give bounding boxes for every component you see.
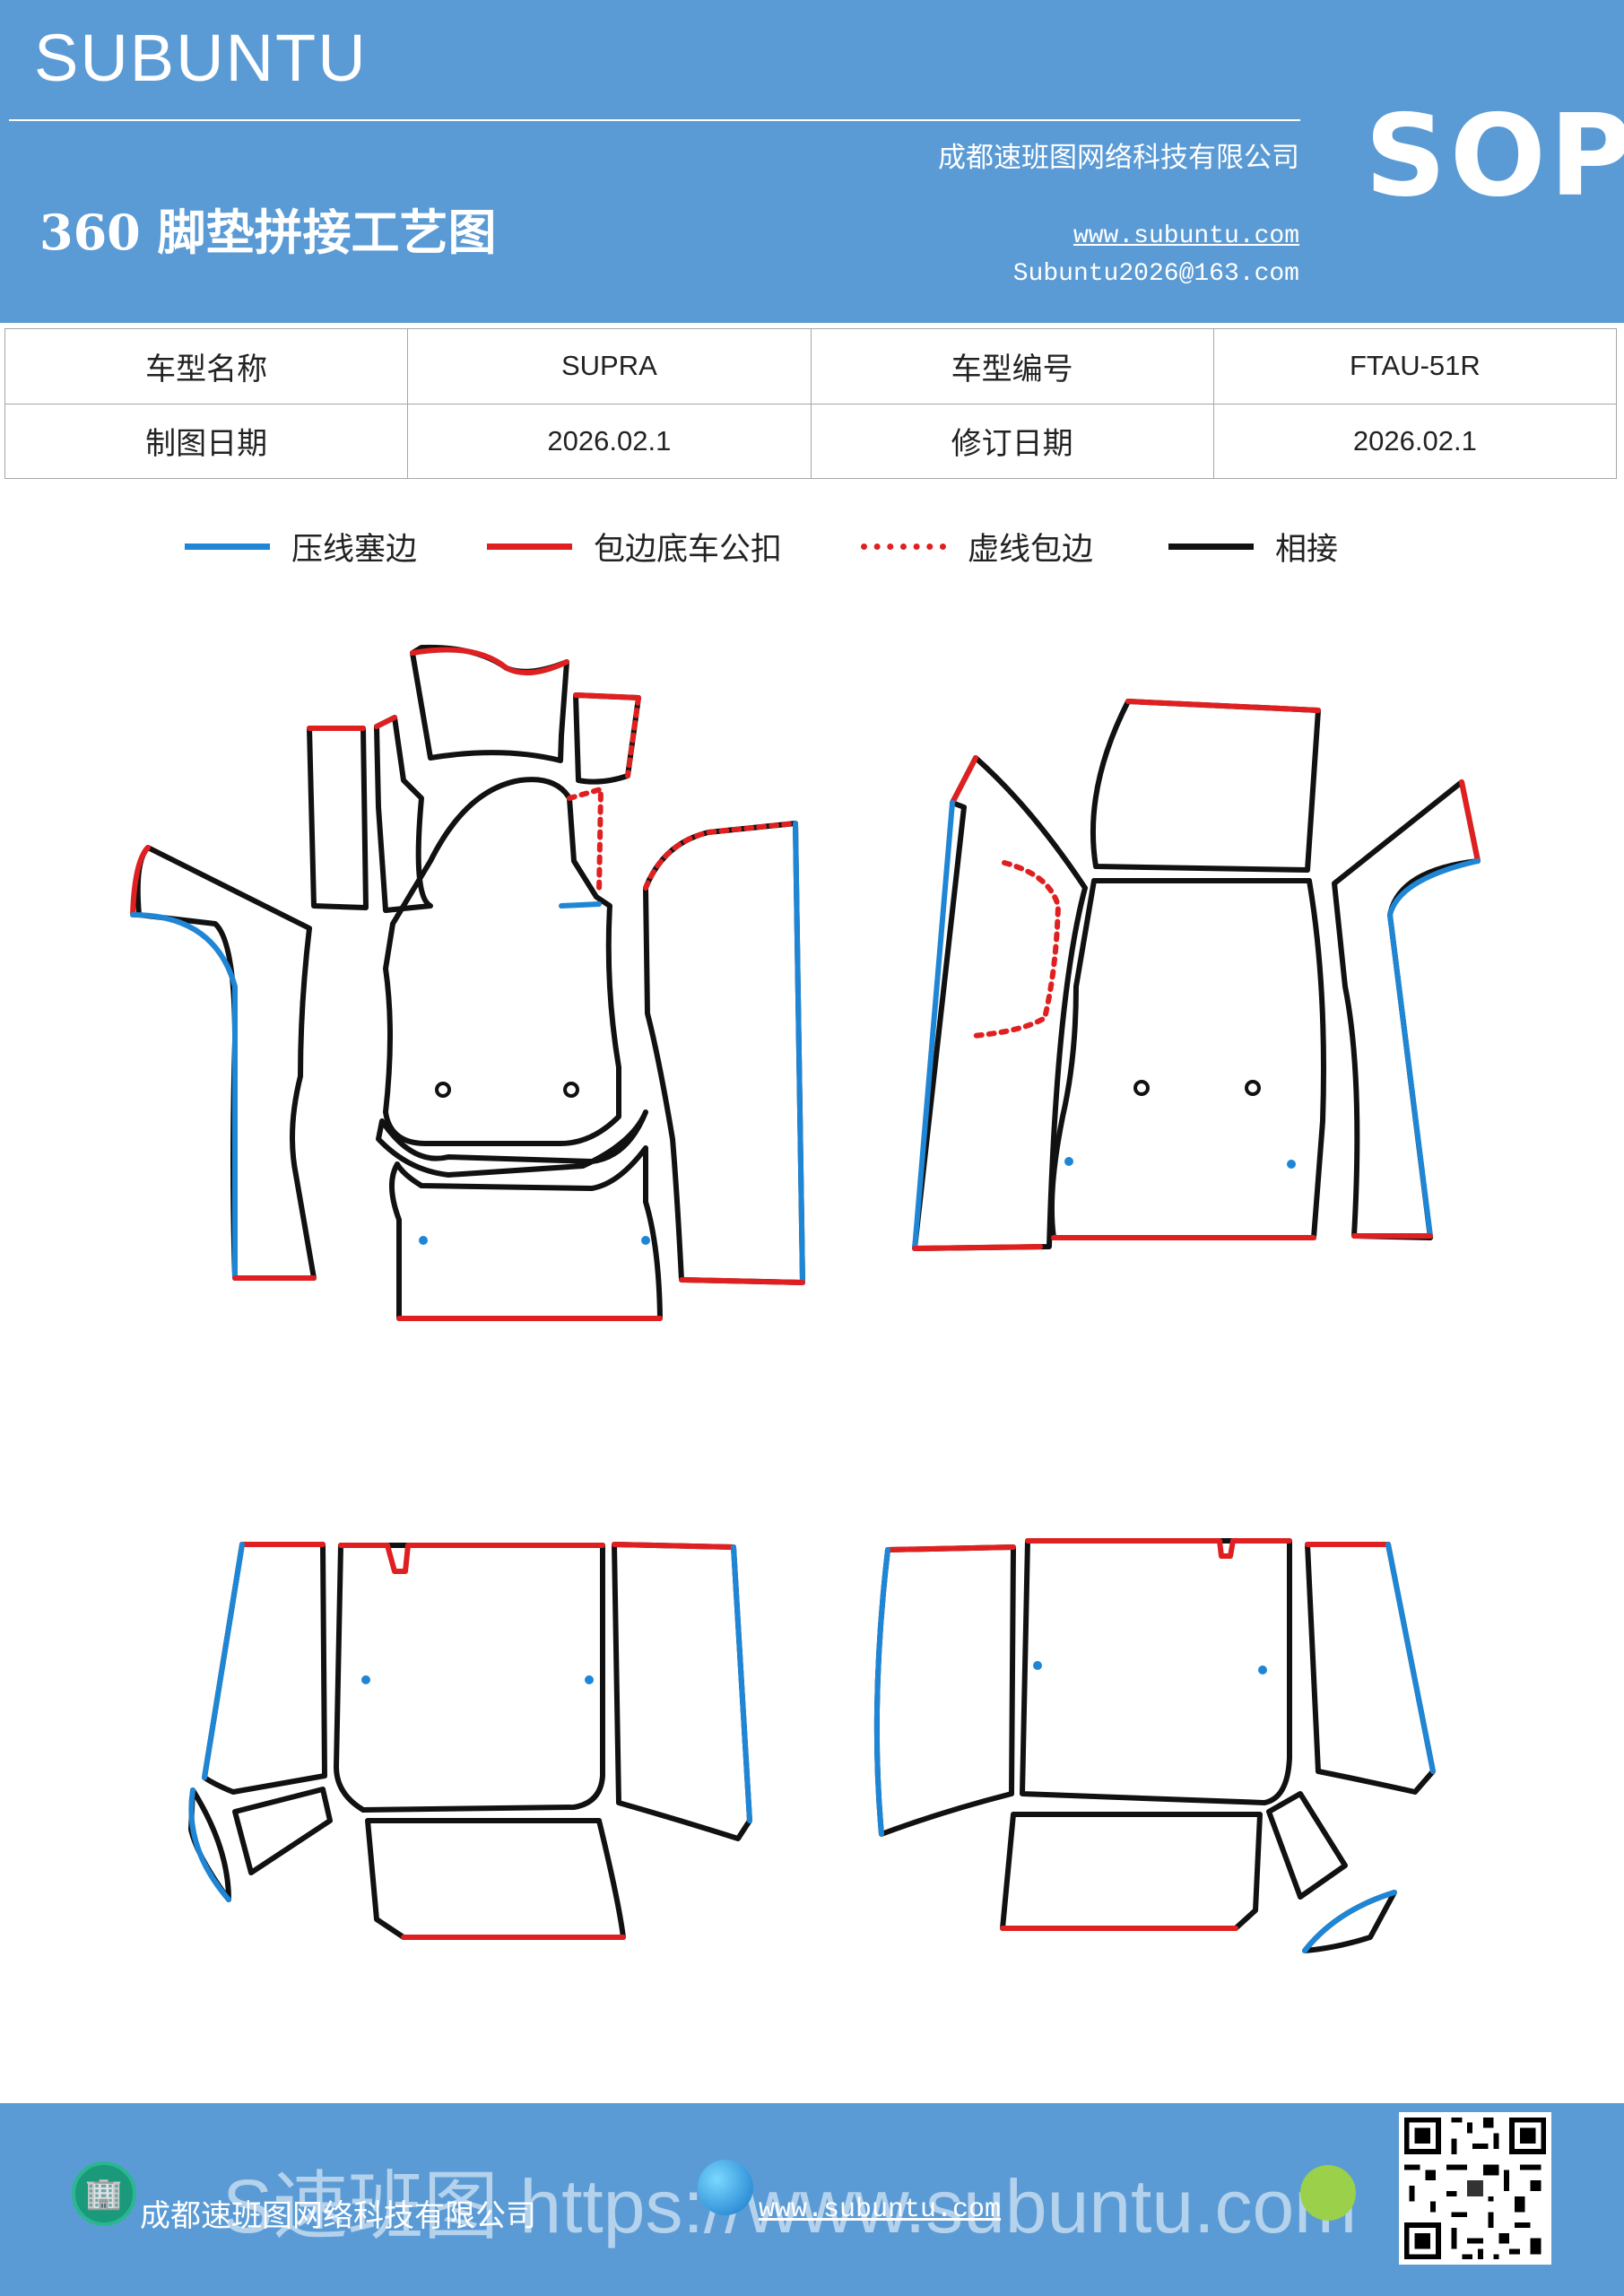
table-cell-label: 修订日期 xyxy=(810,403,1214,479)
mat-piece xyxy=(365,1818,626,1940)
mat-piece xyxy=(388,1145,663,1321)
legend-label: 虚线包边 xyxy=(968,531,1094,568)
legend-swatch xyxy=(487,543,572,550)
legend-label: 压线塞边 xyxy=(291,531,418,568)
mat-piece xyxy=(1000,1812,1263,1931)
table-cell-value: FTAU-51R xyxy=(1212,328,1618,404)
qr-code[interactable] xyxy=(1399,2112,1551,2265)
mat-piece xyxy=(383,777,621,1146)
mat-piece xyxy=(873,1544,1016,1837)
mat-piece xyxy=(1049,878,1326,1240)
clip-hole xyxy=(1133,1080,1150,1096)
mat-piece xyxy=(573,692,641,785)
table-cell-value: 2026.02.1 xyxy=(407,403,812,479)
snap-button xyxy=(585,1675,594,1684)
mat-piece xyxy=(307,726,369,910)
table-cell-label: 车型名称 xyxy=(4,328,409,404)
mat-piece xyxy=(1302,1890,1397,1953)
mat-piece xyxy=(374,715,433,913)
mat-piece xyxy=(188,1787,231,1902)
table-cell-value: SUPRA xyxy=(407,328,812,404)
sop-badge: SOP xyxy=(1365,90,1624,222)
table-row: 车型名称 SUPRA 车型编号 FTAU-51R xyxy=(4,328,1618,404)
mat-piece xyxy=(410,644,569,763)
snap-button xyxy=(1287,1160,1296,1169)
mat-piece xyxy=(334,1543,605,1813)
clip-hole xyxy=(563,1082,579,1098)
clip-hole xyxy=(435,1082,451,1098)
bottom-right-mat-group xyxy=(873,1538,1436,1953)
snap-button xyxy=(641,1236,650,1245)
legend-swatch xyxy=(1168,543,1254,550)
snap-button xyxy=(419,1236,428,1245)
clip-hole xyxy=(1245,1080,1261,1096)
legend-item-dotted-wrap: 虚线包边 xyxy=(861,524,1093,569)
document-title: 360 脚垫拼接工艺图 xyxy=(39,204,497,261)
vehicle-info-table: 车型名称 SUPRA 车型编号 FTAU-51R 制图日期 2026.02.1 … xyxy=(4,328,1618,479)
mat-piece xyxy=(1305,1542,1436,1795)
mat-piece xyxy=(1266,1791,1348,1900)
mat-piece xyxy=(232,1787,333,1875)
top-left-mat-group xyxy=(130,644,805,1321)
brand-logo-text: SUBUNTU xyxy=(34,21,368,95)
globe-icon xyxy=(698,2160,753,2215)
legend-label: 相接 xyxy=(1275,531,1339,568)
footer-company-name: 成都速班图网络科技有限公司 xyxy=(140,2198,536,2234)
building-icon: 🏢 xyxy=(72,2161,136,2226)
snap-button xyxy=(361,1675,370,1684)
legend-item-edge-wrap: 包边底车公扣 xyxy=(487,524,782,569)
footer-watermark: S速班图 https://www.subuntu.com xyxy=(222,2164,1358,2248)
website-link[interactable]: www.subuntu.com xyxy=(1073,222,1299,250)
table-cell-value: 2026.02.1 xyxy=(1212,403,1618,479)
legend-item-joint: 相接 xyxy=(1168,524,1338,569)
company-name: 成都速班图网络科技有限公司 xyxy=(938,142,1299,174)
table-cell-label: 制图日期 xyxy=(4,403,409,479)
table-row: 制图日期 2026.02.1 修订日期 2026.02.1 xyxy=(4,403,1618,479)
table-cell-label: 车型编号 xyxy=(810,328,1214,404)
footer-website-link[interactable]: www.subuntu.com xyxy=(759,2195,1002,2225)
mat-piece xyxy=(1332,779,1481,1240)
mat-piece xyxy=(643,821,805,1285)
mat-piece xyxy=(1090,699,1321,873)
mat-piece xyxy=(130,845,317,1281)
mat-piece xyxy=(612,1542,752,1841)
legend-swatch xyxy=(185,543,270,550)
mat-piece xyxy=(912,755,1088,1251)
top-right-mat-group xyxy=(912,699,1481,1251)
snap-button xyxy=(1258,1665,1267,1674)
legend-label: 包边底车公扣 xyxy=(594,531,783,568)
header-divider xyxy=(9,119,1300,121)
snap-button xyxy=(1033,1661,1042,1670)
legend-swatch xyxy=(861,543,946,550)
bottom-left-mat-group xyxy=(188,1542,752,1940)
header-banner xyxy=(0,0,1624,323)
mat-piece xyxy=(376,1109,648,1178)
mat-piece xyxy=(1020,1538,1292,1805)
mat-piece xyxy=(202,1542,327,1795)
wechat-icon xyxy=(1300,2165,1356,2221)
snap-button xyxy=(1064,1157,1073,1166)
contact-email[interactable]: Subuntu2026@163.com xyxy=(1012,260,1299,288)
legend-item-press-line: 压线塞边 xyxy=(185,524,417,569)
